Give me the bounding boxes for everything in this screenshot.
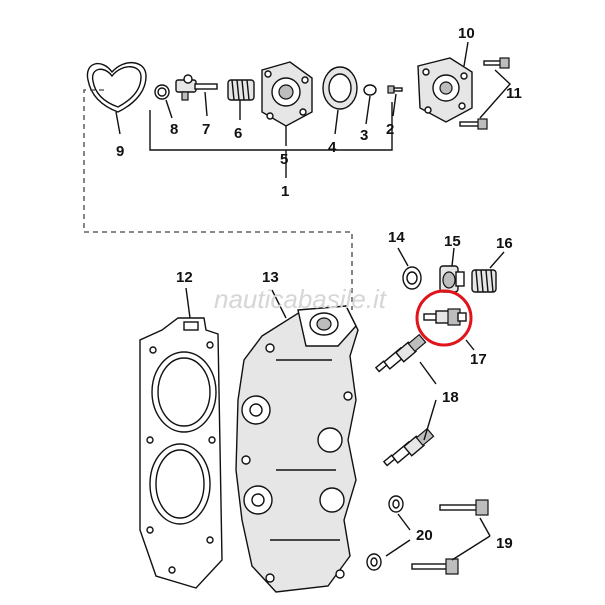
callout-3: 3 [360,127,368,144]
callout-5: 5 [280,151,288,168]
callout-7: 7 [202,121,210,138]
washer-20-lower [366,553,382,571]
gasket-9 [86,62,147,113]
cover-10 [417,57,473,123]
temperature-sender-17 [415,289,473,347]
thermostat-assembly [83,41,511,310]
callout-8: 8 [170,121,178,138]
washer-14 [402,266,422,290]
callout-4: 4 [328,139,337,156]
fitting-15 [439,265,465,293]
callout-1: 1 [281,183,289,200]
callout-11: 11 [506,85,522,102]
highlight-circle [415,289,473,347]
spark-plug-18-upper [374,333,427,373]
bolt-11-lower [459,118,488,130]
callout-14: 14 [388,229,405,246]
callout-9: 9 [116,143,124,160]
callout-2: 2 [386,121,394,138]
callout-12: 12 [176,269,193,286]
cylinder-head-13 [235,305,359,593]
diaphragm-4 [322,66,358,110]
callout-13: 13 [262,269,279,286]
bolt-19-upper [439,499,489,516]
callout-18: 18 [442,389,459,406]
callout-20: 20 [416,527,433,544]
valve-7 [175,74,218,101]
head-gasket-12 [139,317,223,589]
bolt-11-upper [483,57,510,69]
thermostat-housing-5 [261,61,313,127]
watermark: nauticabasile.it [214,284,388,314]
screw-2 [387,85,403,94]
spring-6 [227,79,255,101]
callout-19: 19 [496,535,513,552]
callout-16: 16 [496,235,513,252]
callout-10: 10 [458,25,475,42]
washer-20-upper [388,495,404,513]
callout-15: 15 [444,233,461,250]
spark-plug-18-lower [382,427,435,467]
callout-6: 6 [234,125,242,142]
o-ring-8 [154,84,170,100]
spring-16 [471,269,497,293]
washer-3 [363,84,377,96]
bolt-19-lower [411,558,459,575]
callout-17: 17 [470,351,487,368]
